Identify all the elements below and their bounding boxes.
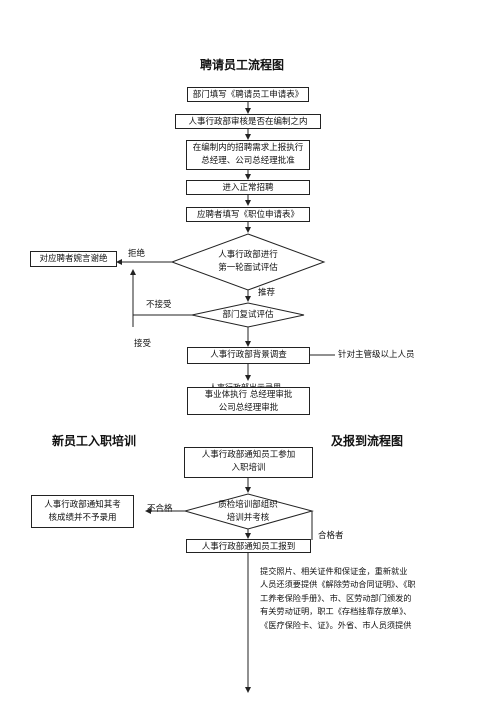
step-report-approval: 在编制内的招聘需求上报执行 总经理、公司总经理批准 <box>186 140 310 170</box>
step-notify-fail-line1: 人事行政部通知其考 <box>44 500 121 510</box>
step-applicant-form: 应聘者填写《职位申请表》 <box>186 207 310 222</box>
step-gm-approval: 公司总经理审批 <box>187 401 310 415</box>
step-notify-fail: 人事行政部通知其考 核成绩并不予录用 <box>31 495 134 528</box>
decision-first-interview: 人事行政部进行 第一轮面试评估 <box>195 249 301 275</box>
decision-training-assessment-line2: 培训并考核 <box>226 513 270 523</box>
flowchart-title: 聘请员工流程图 <box>200 58 285 72</box>
decision-training-assessment-line1: 质检培训部组织 <box>218 500 278 510</box>
decision-department-reinterview: 部门复试评估 <box>222 310 274 320</box>
onboarding-requirements-text: 提交照片、相关证件和保证金，重新就业 人员还须要提供《解除劳动合同证明》、《职 … <box>260 566 416 630</box>
step-notify-training-line2: 入职培训 <box>231 463 266 473</box>
label-pass: 合格者 <box>318 531 344 541</box>
step-normal-recruitment: 进入正常招聘 <box>186 180 310 195</box>
label-not-accept: 不接受 <box>146 300 172 310</box>
step-department-fill-form: 部门填写《聘请员工申请表》 <box>187 87 309 102</box>
step-notify-training: 人事行政部通知员工参加 入职培训 <box>184 447 313 478</box>
step-notify-training-line1: 人事行政部通知员工参加 <box>201 450 296 460</box>
label-fail: 不合格 <box>147 504 173 514</box>
step-notify-report: 人事行政部通知员工报到 <box>186 539 311 553</box>
decision-first-interview-line2: 第一轮面试评估 <box>218 263 278 273</box>
step-reject-applicant: 对应聘者婉言谢绝 <box>30 251 117 267</box>
label-accept: 接受 <box>134 339 152 349</box>
step-report-approval-line2: 总经理、公司总经理批准 <box>201 156 295 166</box>
step-notify-fail-line2: 核成绩并不予录用 <box>48 513 117 523</box>
step-business-unit-approval: 事业体执行 总经理审批 <box>187 387 310 402</box>
step-hr-review-quota: 人事行政部审核是否在编制之内 <box>175 114 321 129</box>
decision-training-assessment: 质检培训部组织 培训并考核 <box>203 499 293 525</box>
section2-title-right: 及报到流程图 <box>331 434 404 448</box>
label-recommend: 推荐 <box>258 288 276 298</box>
section2-title-left: 新员工入职培训 <box>52 434 137 448</box>
decision-first-interview-line1: 人事行政部进行 <box>218 250 278 260</box>
note-supervisor-level: 针对主管级以上人员 <box>338 350 415 360</box>
step-report-approval-line1: 在编制内的招聘需求上报执行 <box>192 143 304 153</box>
label-reject: 拒绝 <box>128 249 146 259</box>
step-background-check: 人事行政部背景调查 <box>187 347 310 364</box>
